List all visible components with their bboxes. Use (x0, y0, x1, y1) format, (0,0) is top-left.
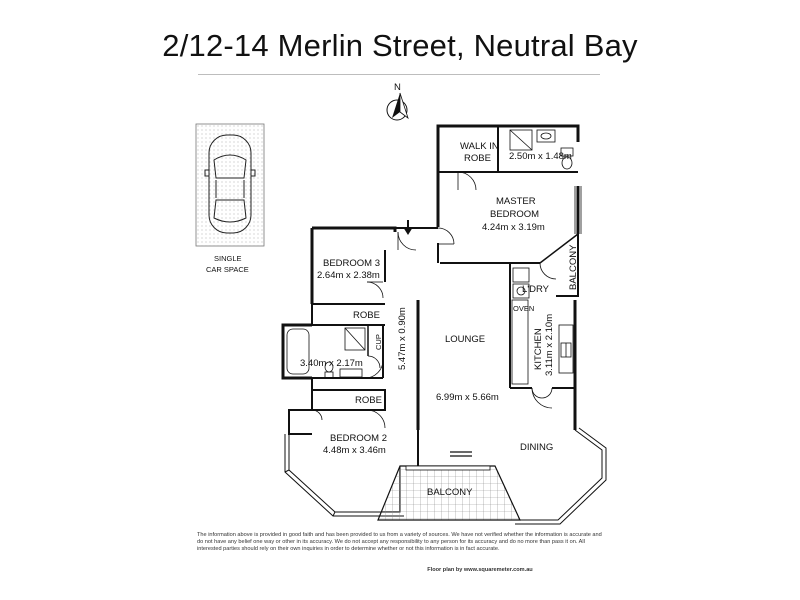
lounge-name: LOUNGE (445, 334, 485, 345)
ensuite-shower-icon (509, 129, 533, 151)
bathtub-icon (286, 328, 310, 375)
walk-in-robe-label-1: WALK IN (460, 141, 499, 152)
disclaimer-text: The information above is provided in goo… (197, 532, 602, 553)
master-bedroom-name-2: BEDROOM (490, 209, 539, 220)
master-bedroom-dims: 4.24m x 3.19m (482, 222, 545, 233)
north-arrow-icon: N (386, 82, 409, 121)
car-space-label-1: SINGLE (214, 254, 242, 263)
bathroom-shower-icon (344, 327, 366, 351)
bedroom2-robe-label: ROBE (355, 395, 382, 406)
laundry-label: L'DRY (522, 284, 550, 295)
bathroom-toilet-icon (324, 361, 334, 379)
bathroom-vanity-icon (339, 368, 363, 378)
floor-plan-credit: Floor plan by www.squaremeter.com.au (427, 567, 533, 573)
kitchen-name: KITCHEN (533, 328, 544, 370)
kitchen-bench-icon (511, 299, 574, 385)
car-space: SINGLE CAR SPACE (195, 123, 265, 274)
bedroom3-name: BEDROOM 3 (323, 258, 380, 269)
bathroom-dims: 3.40m x 2.17m (300, 358, 363, 369)
doors (311, 171, 557, 429)
oven-label: OVEN (513, 304, 534, 313)
kitchen-dims: 3.11m x 2.10m (544, 314, 555, 376)
car-space-label-2: CAR SPACE (206, 265, 249, 274)
master-bedroom-name-1: MASTER (496, 196, 536, 207)
walls (281, 124, 580, 466)
bedroom2-dims: 4.48m x 3.46m (323, 445, 386, 456)
dining-label: DINING (520, 442, 553, 453)
ensuite-vanity-icon (536, 129, 556, 143)
walk-in-robe-label-2: ROBE (464, 153, 491, 164)
bedroom2-name: BEDROOM 2 (330, 433, 387, 444)
laundry-fixtures-icon (512, 267, 530, 299)
car-icon (204, 134, 256, 234)
entry-arrow-icon (403, 220, 413, 235)
cupboard-label: CUP (374, 334, 383, 350)
master-balcony-label: BALCONY (568, 244, 579, 290)
main-balcony-label: BALCONY (427, 487, 473, 498)
main-balcony (377, 451, 521, 521)
bedroom3-robe-label: ROBE (353, 310, 380, 321)
ensuite-toilet-icon (560, 147, 574, 170)
bedroom3-dims: 2.64m x 2.38m (317, 270, 380, 281)
ensuite-dims: 2.50m x 1.48m (509, 151, 572, 162)
north-label: N (394, 82, 401, 93)
hall-dims: 5.47m x 0.90m (397, 307, 408, 370)
page-title: 2/12-14 Merlin Street, Neutral Bay (162, 28, 638, 63)
master-window (574, 186, 582, 234)
lounge-dims: 6.99m x 5.66m (436, 392, 499, 403)
title-divider (198, 74, 600, 75)
dining-bay-window (515, 427, 607, 525)
